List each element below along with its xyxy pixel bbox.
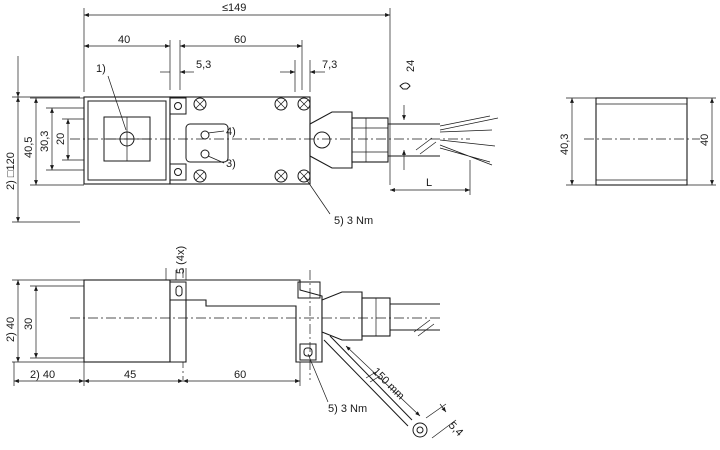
dim-24: 24 xyxy=(405,60,417,72)
dim-5-4: 5,4 xyxy=(446,420,465,439)
top-view: ≤149 40 60 5,3 7,3 24 2) □120 40 xyxy=(5,2,499,227)
side-view: 5 (4x) 2) 40 30 150 mm xyxy=(5,246,465,439)
sensor-body-side xyxy=(169,279,323,363)
end-view: 40,3 40 xyxy=(559,97,716,186)
dim-7-3: 7,3 xyxy=(322,59,337,71)
dim-b-60: 60 xyxy=(234,369,246,381)
sensor-body-top xyxy=(169,96,311,185)
dim-side-2-40: 2) 40 xyxy=(5,317,17,342)
sensor-head-side xyxy=(83,279,171,363)
callout-4: 4) xyxy=(226,126,236,138)
dim-5-3: 5,3 xyxy=(196,59,211,71)
dim-b-45: 45 xyxy=(124,369,136,381)
led-window xyxy=(185,123,229,163)
dim-40-3: 40,3 xyxy=(559,134,571,155)
dim-20: 20 xyxy=(55,133,67,145)
callout-5-side: 5) 3 Nm xyxy=(328,403,367,415)
dim-40-5: 40,5 xyxy=(23,137,35,158)
wrench-icon xyxy=(399,82,411,90)
dim-150mm: 150 mm xyxy=(370,366,407,403)
callout-5-top: 5) 3 Nm xyxy=(334,215,373,227)
dim-40-end: 40 xyxy=(699,134,711,146)
screw-icon xyxy=(169,97,311,183)
dim-2-120: 2) □120 xyxy=(5,152,17,190)
dim-overall-length: ≤149 xyxy=(222,2,246,14)
cable-gland xyxy=(309,111,353,169)
cable-top xyxy=(388,123,440,157)
dim-b-2-40: 2) 40 xyxy=(30,369,55,381)
dim-L: L xyxy=(426,177,432,189)
dim-60: 60 xyxy=(234,34,246,46)
cable-side xyxy=(390,303,440,331)
ring-terminal xyxy=(412,422,428,438)
dim-side-30: 30 xyxy=(23,318,35,330)
sensor-end-face xyxy=(595,97,688,186)
dim-30-3: 30,3 xyxy=(39,131,51,152)
callout-3: 3) xyxy=(226,158,236,170)
dim-40: 40 xyxy=(118,34,130,46)
dim-5-4x: 5 (4x) xyxy=(175,246,187,274)
callout-1: 1) xyxy=(96,63,106,75)
led-3-icon xyxy=(200,149,210,159)
cable-gland-side xyxy=(321,291,363,341)
